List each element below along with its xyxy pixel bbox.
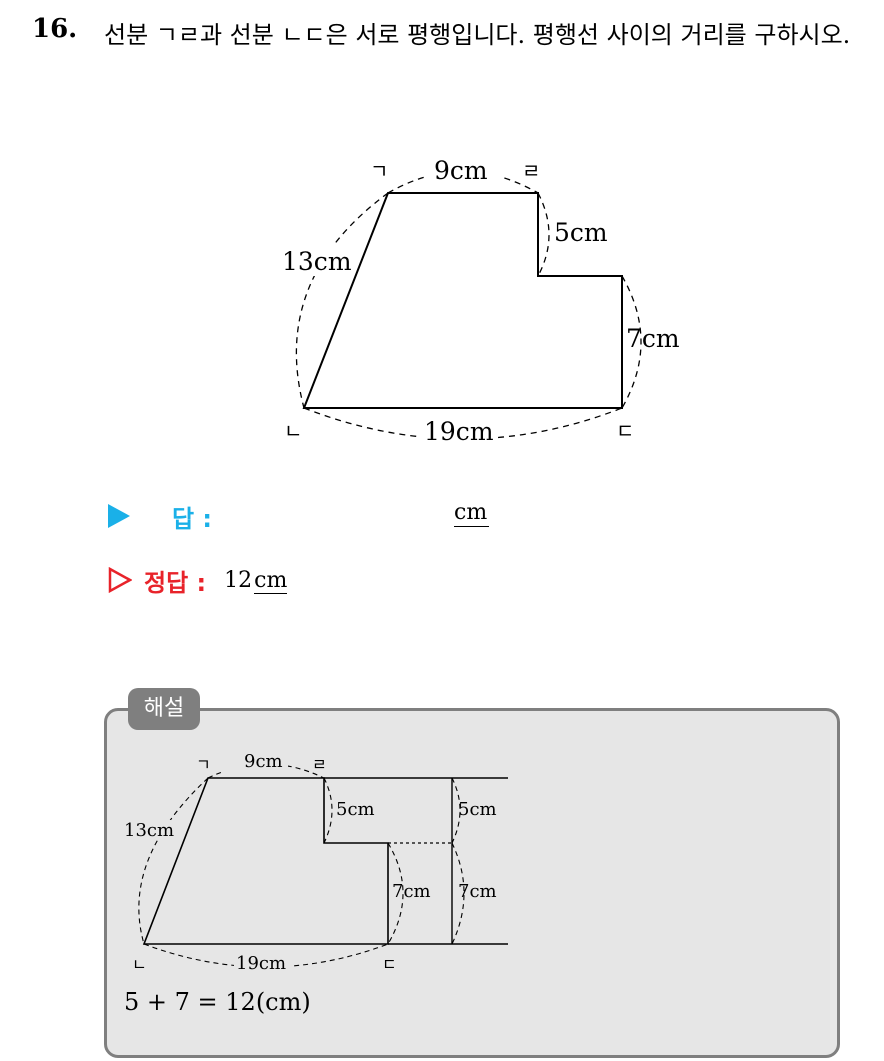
sol-label-7a: 7cm (392, 881, 431, 902)
arc-right-lower (621, 275, 642, 409)
answer-row: 답 : cm (108, 496, 608, 536)
correct-row: 정답 : 12cm (108, 560, 608, 600)
sol-vertex-n: ㄴ (132, 955, 147, 974)
sol-label-5a: 5cm (336, 799, 375, 820)
sol-label-left: 13cm (124, 820, 174, 841)
sol-label-top: 9cm (244, 751, 283, 772)
outline-triangle-icon (108, 567, 132, 593)
sol-vertex-g: ㄱ (196, 755, 211, 774)
answer-blank[interactable]: cm (454, 500, 490, 527)
question-number: 16. (32, 14, 78, 44)
vertex-r: ㄹ (522, 159, 540, 183)
sol-vertex-d: ㄷ (382, 955, 397, 974)
label-left: 13cm (282, 247, 352, 276)
correct-unit: cm (254, 567, 288, 594)
label-right-upper: 5cm (554, 218, 608, 247)
vertex-n: ㄴ (284, 419, 302, 443)
arc-left (295, 192, 389, 409)
correct-label: 정답 : (144, 568, 207, 597)
answer-unit: cm (454, 500, 488, 525)
vertex-g: ㄱ (370, 159, 388, 183)
play-triangle-icon (108, 504, 130, 528)
answer-label: 답 : (172, 504, 213, 533)
sol-label-7b: 7cm (458, 881, 497, 902)
label-top: 9cm (434, 156, 488, 185)
arc-right-upper (537, 192, 550, 277)
arc-bottom (303, 407, 623, 440)
question-text: 선분 ㄱㄹ과 선분 ㄴㄷ은 서로 평행입니다. 평행선 사이의 거리를 구하시오… (104, 21, 851, 49)
sol-vertex-r: ㄹ (312, 755, 327, 774)
correct-value: 12cm (224, 567, 288, 594)
solution-tab: 해설 (128, 688, 200, 730)
vertex-d: ㄷ (616, 419, 634, 443)
sol-label-5b: 5cm (458, 799, 497, 820)
label-right-lower: 7cm (626, 324, 680, 353)
sol-label-bottom: 19cm (236, 953, 286, 974)
label-bottom: 19cm (424, 417, 494, 446)
solution-equation: 5 + 7 = 12(cm) (124, 988, 311, 1016)
